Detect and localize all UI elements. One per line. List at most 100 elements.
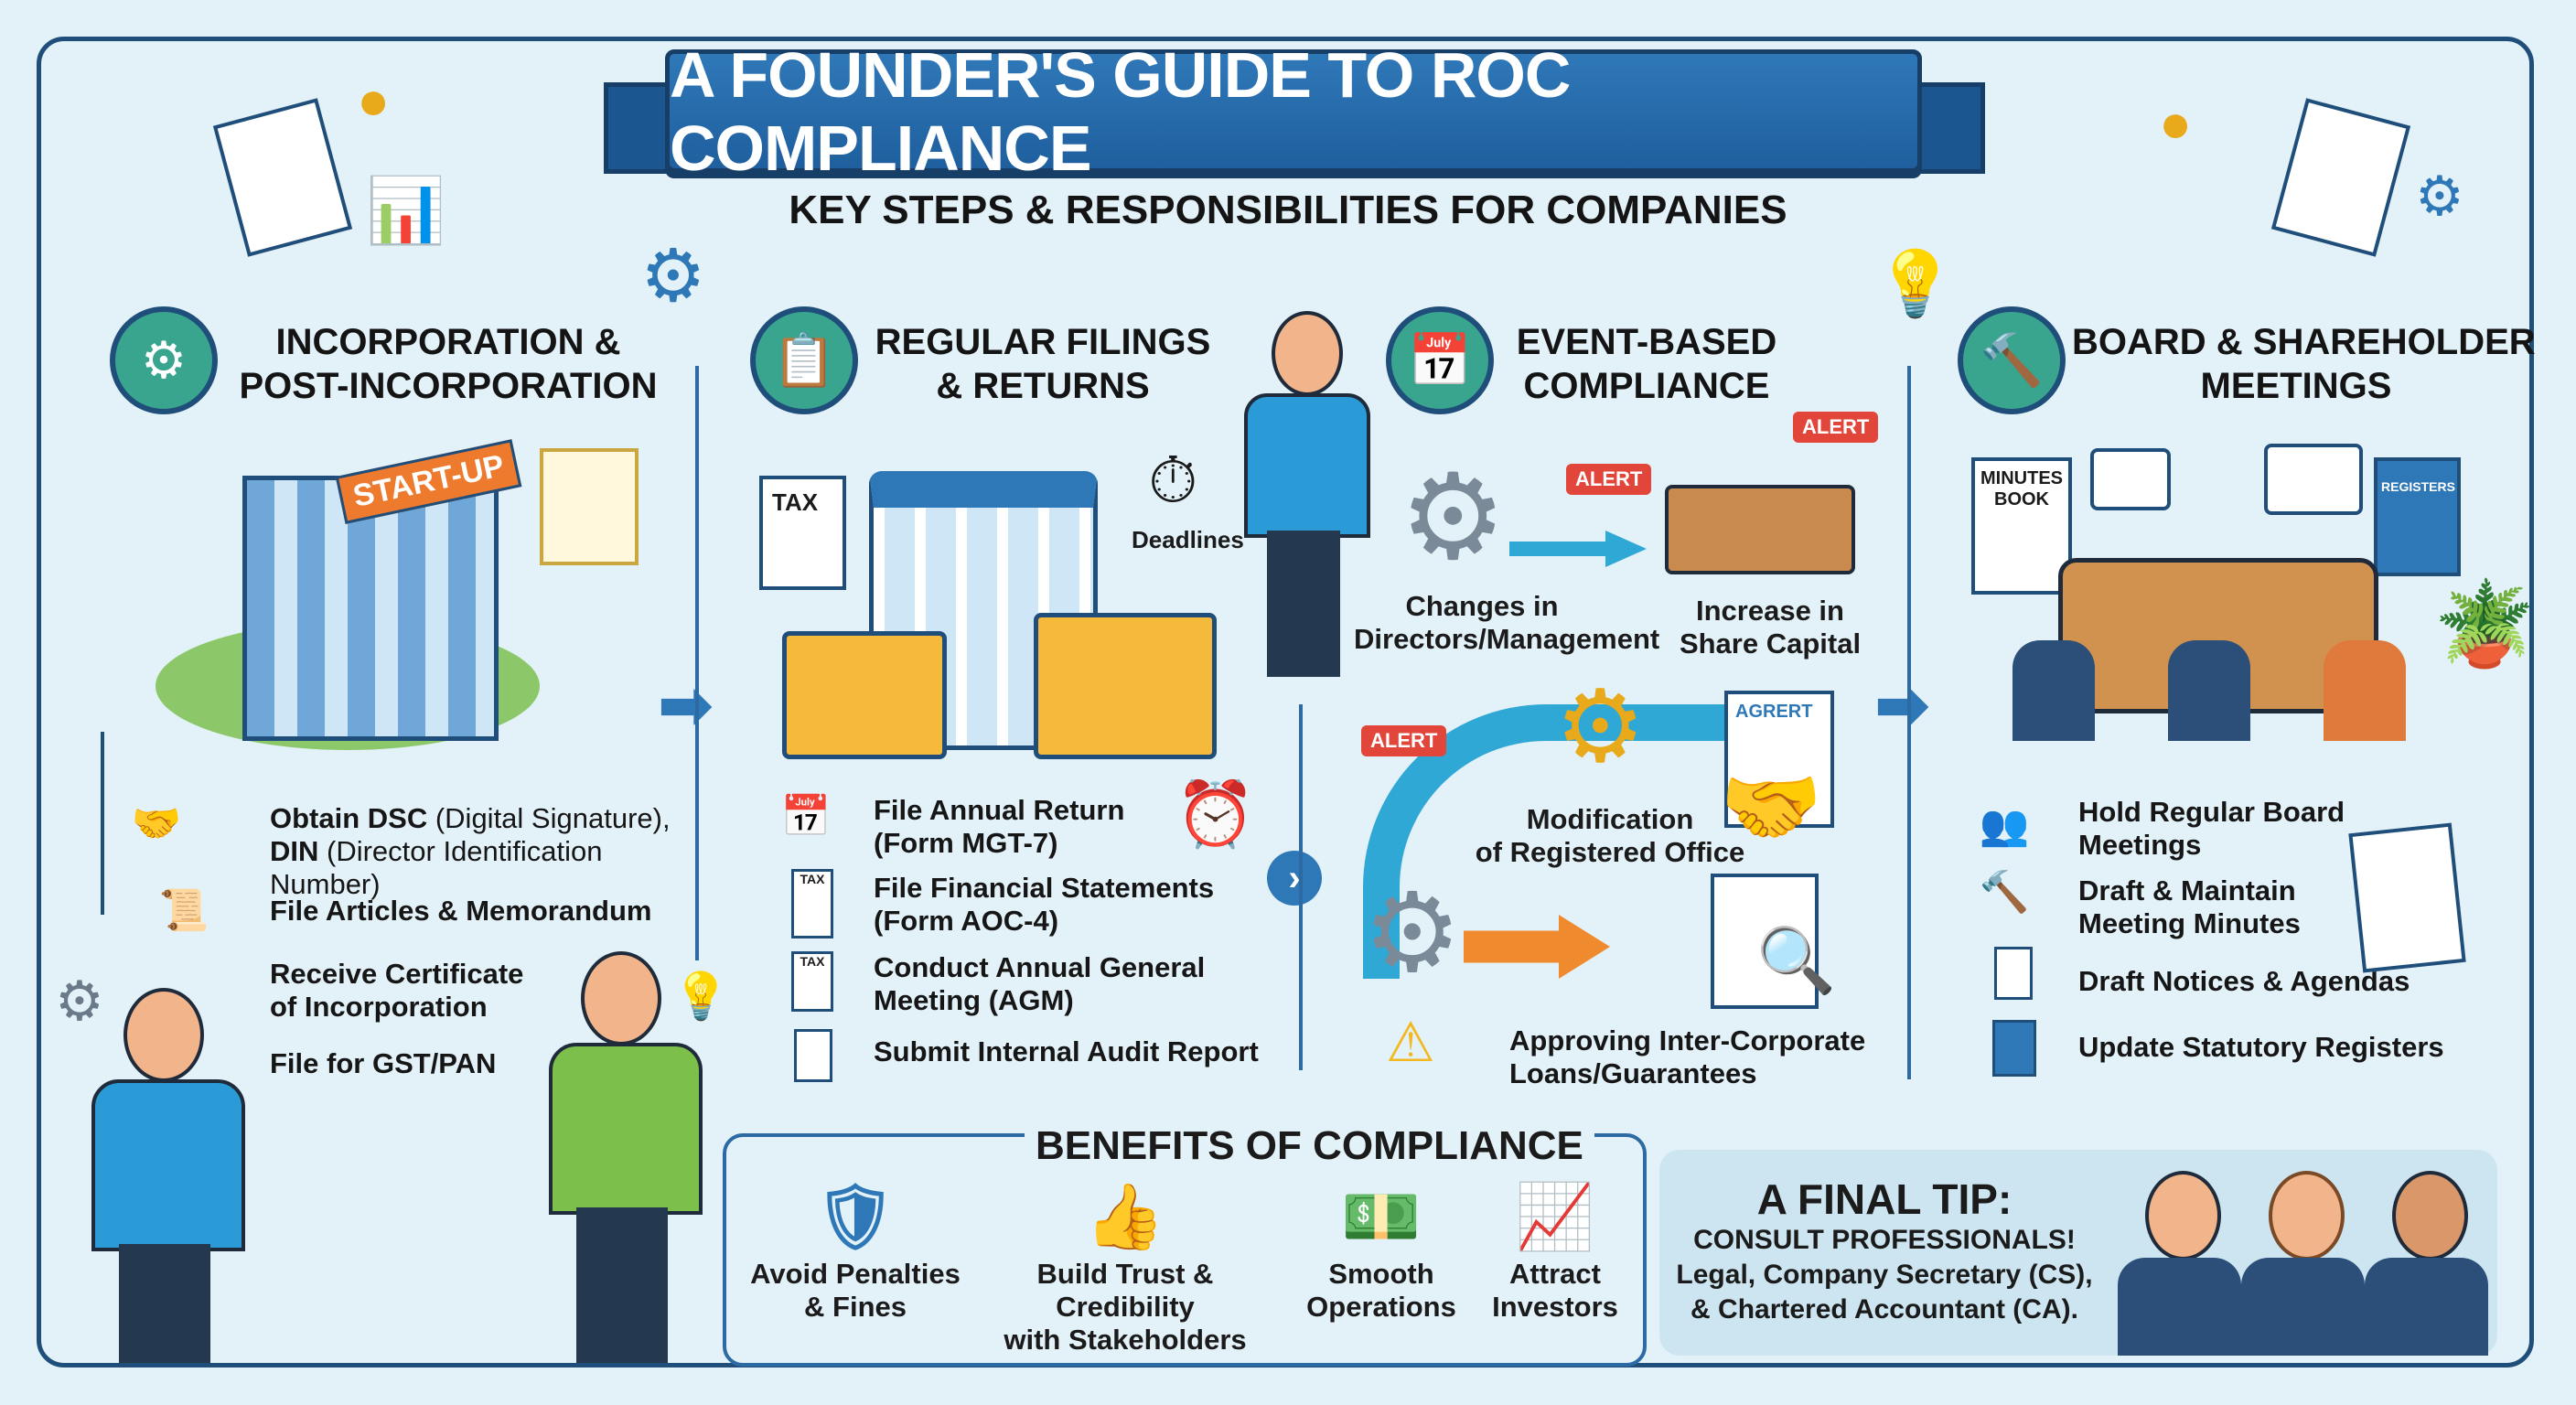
magnifier-check-icon: 🔍: [1756, 925, 1837, 996]
gavel-icon: 🔨: [1958, 306, 2066, 414]
event-item-loans: Approving Inter-Corporate Loans/Guarante…: [1509, 1024, 1865, 1090]
page-title: A FOUNDER'S GUIDE TO ROC COMPLIANCE: [665, 39, 1922, 184]
benefit-line: Build Trust & Credibility: [1036, 1258, 1214, 1323]
founder-illustration: [82, 988, 247, 1363]
flow-arrow-right: ➡: [659, 670, 713, 741]
lightbulb-icon: 💡: [1875, 248, 1956, 319]
item-line: Draft & Maintain: [2078, 874, 2296, 906]
tax-document-pen-icon: TAX: [791, 951, 833, 1012]
handshake-icon: 🤝: [1720, 762, 1823, 853]
shield-check-icon: 🛡: [814, 1181, 896, 1252]
benefits-title: BENEFITS OF COMPLIANCE: [1025, 1123, 1594, 1169]
item-line: of Registered Office: [1475, 836, 1745, 868]
minutes-label: BOOK: [1994, 489, 2049, 509]
board-meeting-icon: 👥: [1979, 803, 2030, 848]
item-line: Modification: [1526, 803, 1694, 835]
report-icon: [794, 1029, 832, 1082]
alarm-clock-icon: ⏰: [1175, 778, 1256, 850]
benefit-line: Avoid Penalties: [750, 1258, 961, 1290]
gear-check-icon: ⚙: [55, 971, 104, 1032]
item-line: Share Capital: [1679, 627, 1862, 660]
list-item: File for GST/PAN: [270, 1047, 497, 1079]
item-line: Approving Inter-Corporate: [1509, 1024, 1866, 1056]
heading-line: INCORPORATION &: [275, 322, 621, 362]
speech-bubble-icon: [2264, 444, 2363, 515]
item-line: Loans/Guarantees: [1509, 1057, 1757, 1089]
clipboard-check-icon: 📋: [750, 306, 858, 414]
deadlines-label: Deadlines: [1132, 526, 1244, 553]
benefit-line: & Fines: [804, 1291, 907, 1323]
handshake-icon: 🤝: [131, 801, 182, 846]
connector-line: [695, 366, 699, 960]
section-heading-event-based: EVENT-BASED COMPLIANCE: [1500, 320, 1793, 408]
board-members: [2012, 640, 2415, 741]
item-line: Directors/Management: [1354, 623, 1660, 655]
certificate-icon: [540, 448, 639, 565]
final-tip-title: A FINAL TIP:: [1756, 1175, 2012, 1223]
meeting-table: [1665, 485, 1855, 574]
benefit-item: 🛡 Avoid Penalties & Fines: [750, 1175, 961, 1324]
document-icon: [1994, 947, 2033, 1000]
section-heading-board-meetings: BOARD & SHAREHOLDER MEETINGS: [2072, 320, 2536, 408]
item-bold: DIN: [270, 835, 319, 867]
benefit-line: Operations: [1306, 1291, 1456, 1323]
connector-line: [1907, 366, 1911, 1079]
next-chevron-button: ›: [1267, 851, 1322, 906]
item-line: File Annual Return: [874, 794, 1125, 826]
list-item: Draft Notices & Agendas: [2078, 965, 2410, 997]
section-heading-incorporation: INCORPORATION & POST-INCORPORATION: [229, 320, 668, 408]
benefit-line: Attract: [1509, 1258, 1601, 1290]
alert-badge: ALERT: [1361, 725, 1447, 756]
list-item: Update Statutory Registers: [2078, 1031, 2444, 1063]
tax-document-icon: TAX: [791, 869, 833, 938]
connector-line: [101, 732, 104, 915]
register-book-icon: [1992, 1020, 2036, 1077]
agreement-document: AGRERT: [1724, 691, 1834, 828]
contract-document: [1711, 874, 1819, 1009]
item-light: (Digital Signature),: [427, 802, 671, 834]
benefit-item: 👍 Build Trust & Credibility with Stakeho…: [970, 1175, 1281, 1357]
list-item: Submit Internal Audit Report: [874, 1035, 1259, 1067]
event-item-share-capital: Increase in Share Capital: [1656, 595, 1884, 660]
item-line: Meeting (AGM): [874, 984, 1074, 1016]
heading-line: MEETINGS: [2200, 366, 2392, 406]
list-item: Conduct Annual General Meeting (AGM): [874, 951, 1205, 1017]
folder-icon: [1034, 613, 1217, 759]
list-item: Hold Regular Board Meetings: [2078, 796, 2345, 862]
item-bold: Obtain DSC: [270, 802, 428, 834]
folder-icon: [782, 631, 947, 759]
gear-check-icon: ⚙: [1555, 670, 1646, 783]
final-tip-line: & Chartered Accountant (CA).: [1690, 1294, 2078, 1325]
document-in-hand: [2348, 822, 2466, 973]
calendar-icon: 📅: [1386, 306, 1494, 414]
gear-icon: ⚙: [110, 306, 218, 414]
item-line: Receive Certificate: [270, 958, 524, 990]
section-heading-regular-filings: REGULAR FILINGS & RETURNS: [869, 320, 1217, 408]
coin-icon: ●: [2159, 92, 2193, 154]
stopwatch-icon: ⏱: [1148, 445, 1198, 516]
item-line: Hold Regular Board: [2078, 796, 2345, 828]
growth-chart-icon: 📈: [1515, 1181, 1595, 1252]
gavel-icon: 🔨: [1979, 870, 2030, 915]
minutes-label: MINUTES: [1980, 468, 2063, 488]
alert-badge: ALERT: [1566, 464, 1652, 495]
presenter-illustration: [1240, 311, 1370, 677]
speech-bubble-icon: [2090, 448, 2171, 510]
item-line: Conduct Annual General: [874, 951, 1206, 983]
item-line: Meetings: [2078, 829, 2202, 861]
heading-line: POST-INCORPORATION: [239, 366, 658, 406]
list-item: File Financial Statements (Form AOC-4): [874, 872, 1214, 938]
registers-book: REGISTERS: [2374, 457, 2461, 576]
connector-line: [1299, 704, 1303, 1070]
benefit-line: Smooth: [1328, 1258, 1434, 1290]
heading-line: & RETURNS: [936, 366, 1150, 406]
item-line: of Incorporation: [270, 991, 488, 1023]
item-line: (Form MGT-7): [874, 827, 1058, 859]
office-building: [242, 476, 499, 741]
item-light: (Director Identification Number): [270, 835, 603, 900]
item-line: Increase in: [1696, 595, 1844, 627]
final-tip-text: A FINAL TIP: CONSULT PROFESSIONALS! Lega…: [1674, 1175, 2095, 1327]
item-line: Meeting Minutes: [2078, 907, 2301, 939]
item-line: Changes in: [1405, 590, 1559, 622]
benefit-item: 💵 Smooth Operations: [1299, 1175, 1464, 1324]
